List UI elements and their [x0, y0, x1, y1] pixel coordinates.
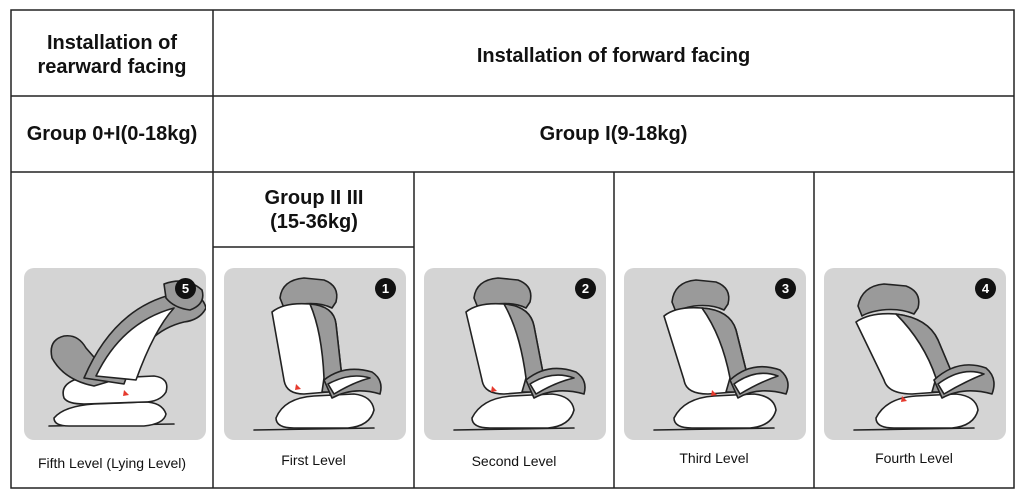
level-4-card: 4 — [824, 268, 1006, 440]
rearward-facing-title: Installation of rearward facing — [37, 32, 187, 78]
level-3-caption: Third Level — [679, 450, 749, 466]
rearward-group-label: Group 0+I(0-18kg) — [26, 123, 198, 145]
level-number-badge: 5 — [175, 278, 196, 299]
level-2-card: 2 — [424, 268, 606, 440]
car-seat-illustration — [253, 277, 382, 431]
level-number-badge: 3 — [775, 278, 796, 299]
group-2-3-label: Group II III (15-36kg) — [264, 187, 364, 233]
level-5-card: 5 — [24, 268, 206, 440]
level-3-card: 3 — [624, 268, 806, 440]
car-seat-illustration — [453, 277, 586, 431]
car-seat-illustration — [853, 283, 995, 431]
car-seat-illustration — [653, 279, 789, 431]
forward-facing-title: Installation of forward facing — [476, 45, 751, 67]
level-5-caption: Fifth Level (Lying Level) — [37, 455, 187, 471]
forward-group-label: Group I(9-18kg) — [539, 123, 688, 145]
level-number-badge: 4 — [975, 278, 996, 299]
level-1-caption: First Level — [281, 452, 346, 468]
level-4-caption: Fourth Level — [875, 450, 953, 466]
level-number-badge: 1 — [375, 278, 396, 299]
level-2-caption: Second Level — [471, 453, 557, 469]
level-1-card: 1 — [224, 268, 406, 440]
level-number-badge: 2 — [575, 278, 596, 299]
car-seat-illustration — [48, 280, 206, 427]
